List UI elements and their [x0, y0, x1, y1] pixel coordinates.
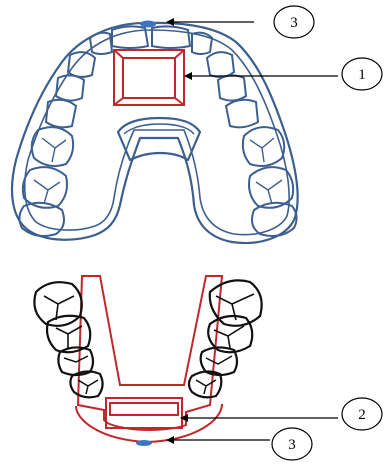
upper-tooth	[218, 75, 246, 100]
arrow-head	[166, 18, 174, 26]
upper-appliance	[114, 50, 184, 105]
upper-incisor	[90, 33, 112, 54]
upper-molar-groove	[256, 180, 282, 204]
lower-tooth-groove	[64, 356, 88, 362]
callout-label: 3	[288, 437, 296, 453]
arrow-head	[184, 72, 192, 80]
upper-marker	[140, 21, 156, 28]
upper-appliance-corner	[175, 50, 184, 58]
lower-tooth-groove	[78, 380, 98, 394]
callout-label: 1	[358, 67, 366, 83]
arrow-head	[166, 436, 174, 444]
upper-molar-groove	[42, 138, 66, 162]
upper-molar-groove	[250, 138, 274, 162]
upper-appliance-corner	[114, 50, 123, 58]
upper-tooth	[207, 52, 234, 77]
upper-palate-inner	[124, 124, 194, 134]
callout-bottom-3: 3	[166, 428, 312, 460]
upper-appliance-inner	[123, 58, 175, 98]
lower-molar-groove	[56, 326, 82, 348]
upper-tooth	[56, 75, 84, 100]
upper-molar-groove	[34, 180, 60, 204]
lower-molar-groove	[214, 326, 244, 348]
upper-tooth	[226, 100, 258, 128]
upper-appliance-corner	[175, 98, 184, 105]
lower-tooth-groove	[196, 380, 216, 394]
lower-plate-outline	[78, 276, 222, 430]
lower-marker	[136, 440, 152, 446]
callout-top-1: 1	[184, 58, 382, 90]
lower-teeth	[34, 280, 261, 397]
callout-label: 3	[290, 15, 298, 31]
lower-appliance-inner	[110, 403, 178, 415]
callout-label: 2	[358, 407, 366, 423]
upper-appliance-corner	[114, 98, 123, 105]
lower-tooth-groove	[206, 356, 232, 364]
